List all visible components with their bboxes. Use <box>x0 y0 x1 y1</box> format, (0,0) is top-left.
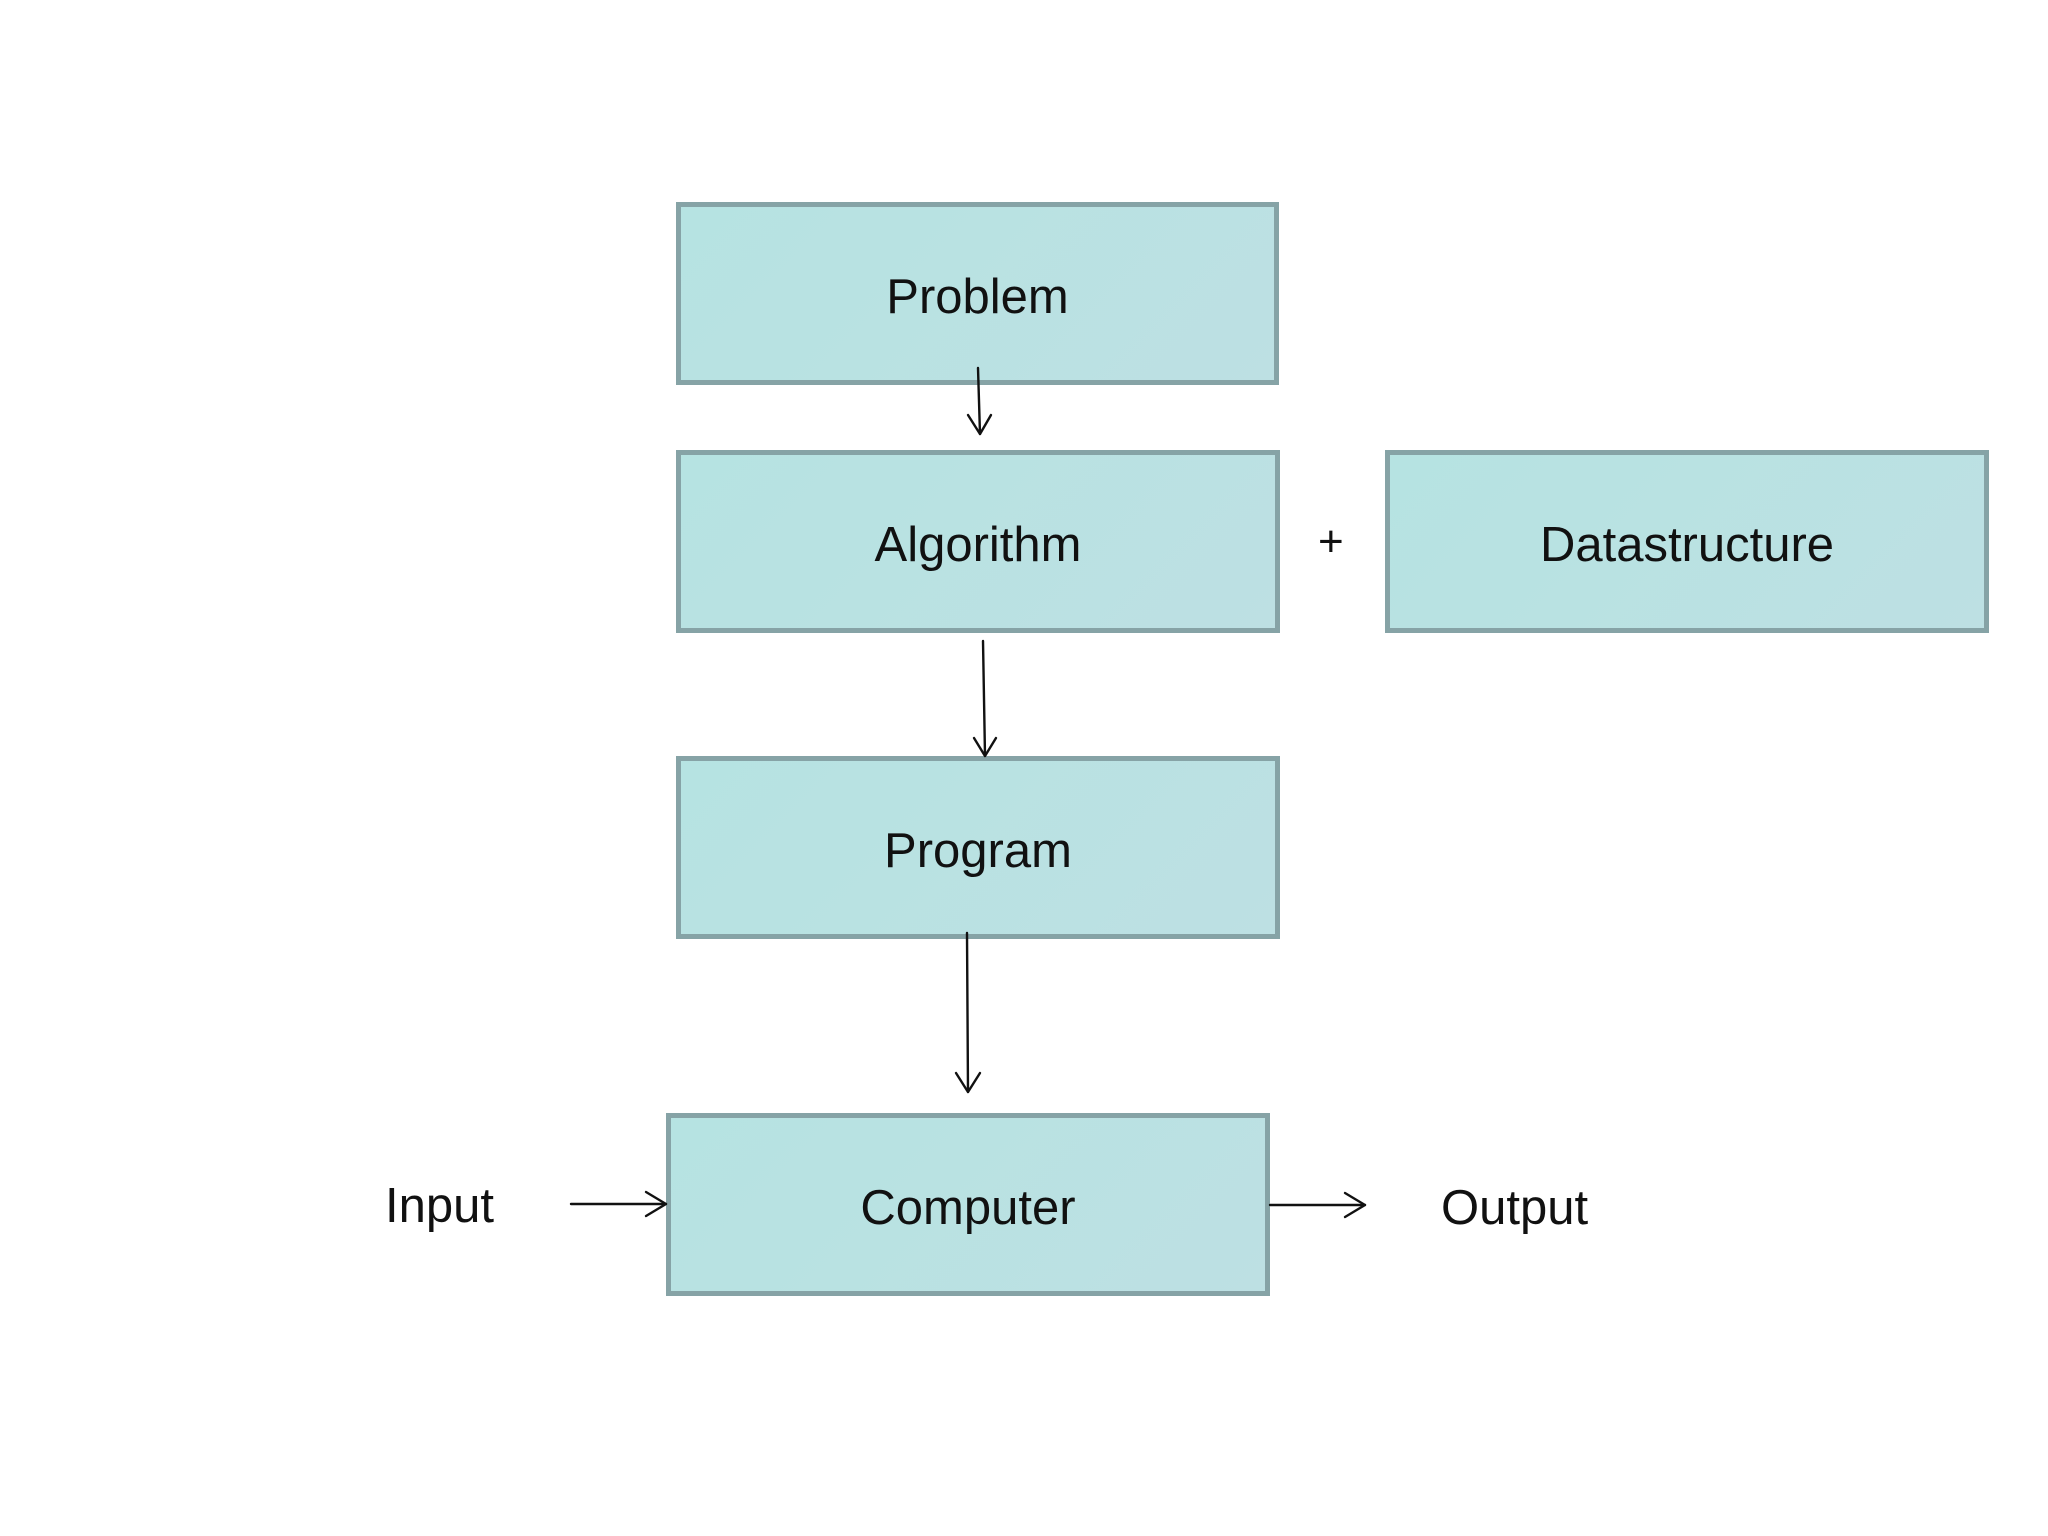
arrow-algorithm-to-program <box>972 639 998 758</box>
arrow-program-to-computer <box>954 931 982 1094</box>
computer-box: Computer <box>666 1113 1270 1296</box>
arrow-input-to-computer-head <box>644 1190 668 1218</box>
algorithm-box: Algorithm <box>676 450 1280 633</box>
arrow-computer-to-output-head <box>1343 1191 1367 1219</box>
output-label: Output <box>1441 1181 1589 1235</box>
datastructure-box: Datastructure <box>1385 450 1989 633</box>
arrow-program-to-computer-head <box>954 1071 982 1094</box>
arrow-algorithm-to-program-head <box>972 736 998 758</box>
arrow-computer-to-output <box>1268 1191 1367 1219</box>
arrow-problem-to-algorithm-head <box>966 413 993 436</box>
arrow-algorithm-to-program-shaft <box>981 639 987 758</box>
input-label: Input <box>385 1179 494 1233</box>
plus-sign: + <box>1318 517 1344 566</box>
datastructure-label: Datastructure <box>1539 518 1835 572</box>
arrow-program-to-computer-shaft <box>965 931 970 1094</box>
arrow-input-to-computer <box>569 1190 668 1218</box>
problem-label: Problem <box>886 270 1069 324</box>
computer-label: Computer <box>860 1181 1076 1235</box>
algorithm-label: Algorithm <box>874 518 1082 572</box>
program-label: Program <box>884 824 1072 878</box>
program-box: Program <box>676 756 1280 939</box>
problem-box: Problem <box>676 202 1279 385</box>
